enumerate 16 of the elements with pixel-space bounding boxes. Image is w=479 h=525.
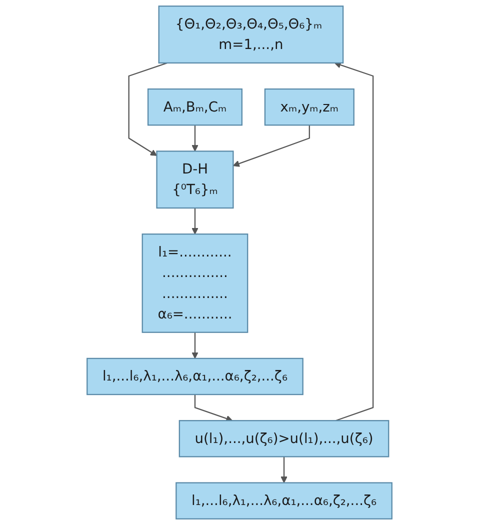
process-box: l₁=............ ............... ............... α₆=...........	[142, 234, 248, 333]
process-box: xₘ,yₘ,zₘ	[264, 88, 354, 126]
process-box: l₁,...l₆,λ₁,...λ₆,α₁,...α₆,ζ₂,...ζ₆	[86, 358, 304, 396]
arrow	[128, 62, 168, 156]
arrow	[192, 332, 198, 359]
process-box: D-H {⁰T₆}ₘ	[156, 150, 234, 209]
process-box: {Θ₁,Θ₂,Θ₃,Θ₄,Θ₅,Θ₆}ₘ m=1,...,n	[158, 6, 344, 64]
process-box: Aₘ,Bₘ,Cₘ	[147, 88, 242, 126]
arrow	[280, 456, 288, 484]
arrow	[232, 125, 310, 167]
process-box: l₁,...l₆,λ₁,...λ₆,α₁,...α₆,ζ₂,...ζ₆	[176, 482, 392, 520]
arrow	[334, 62, 374, 422]
arrow	[192, 125, 198, 152]
arrow	[192, 208, 198, 234]
process-box: u(l₁),...,u(ζ₆)>u(l₁),...,u(ζ₆)	[178, 420, 390, 458]
arrow	[194, 394, 233, 422]
